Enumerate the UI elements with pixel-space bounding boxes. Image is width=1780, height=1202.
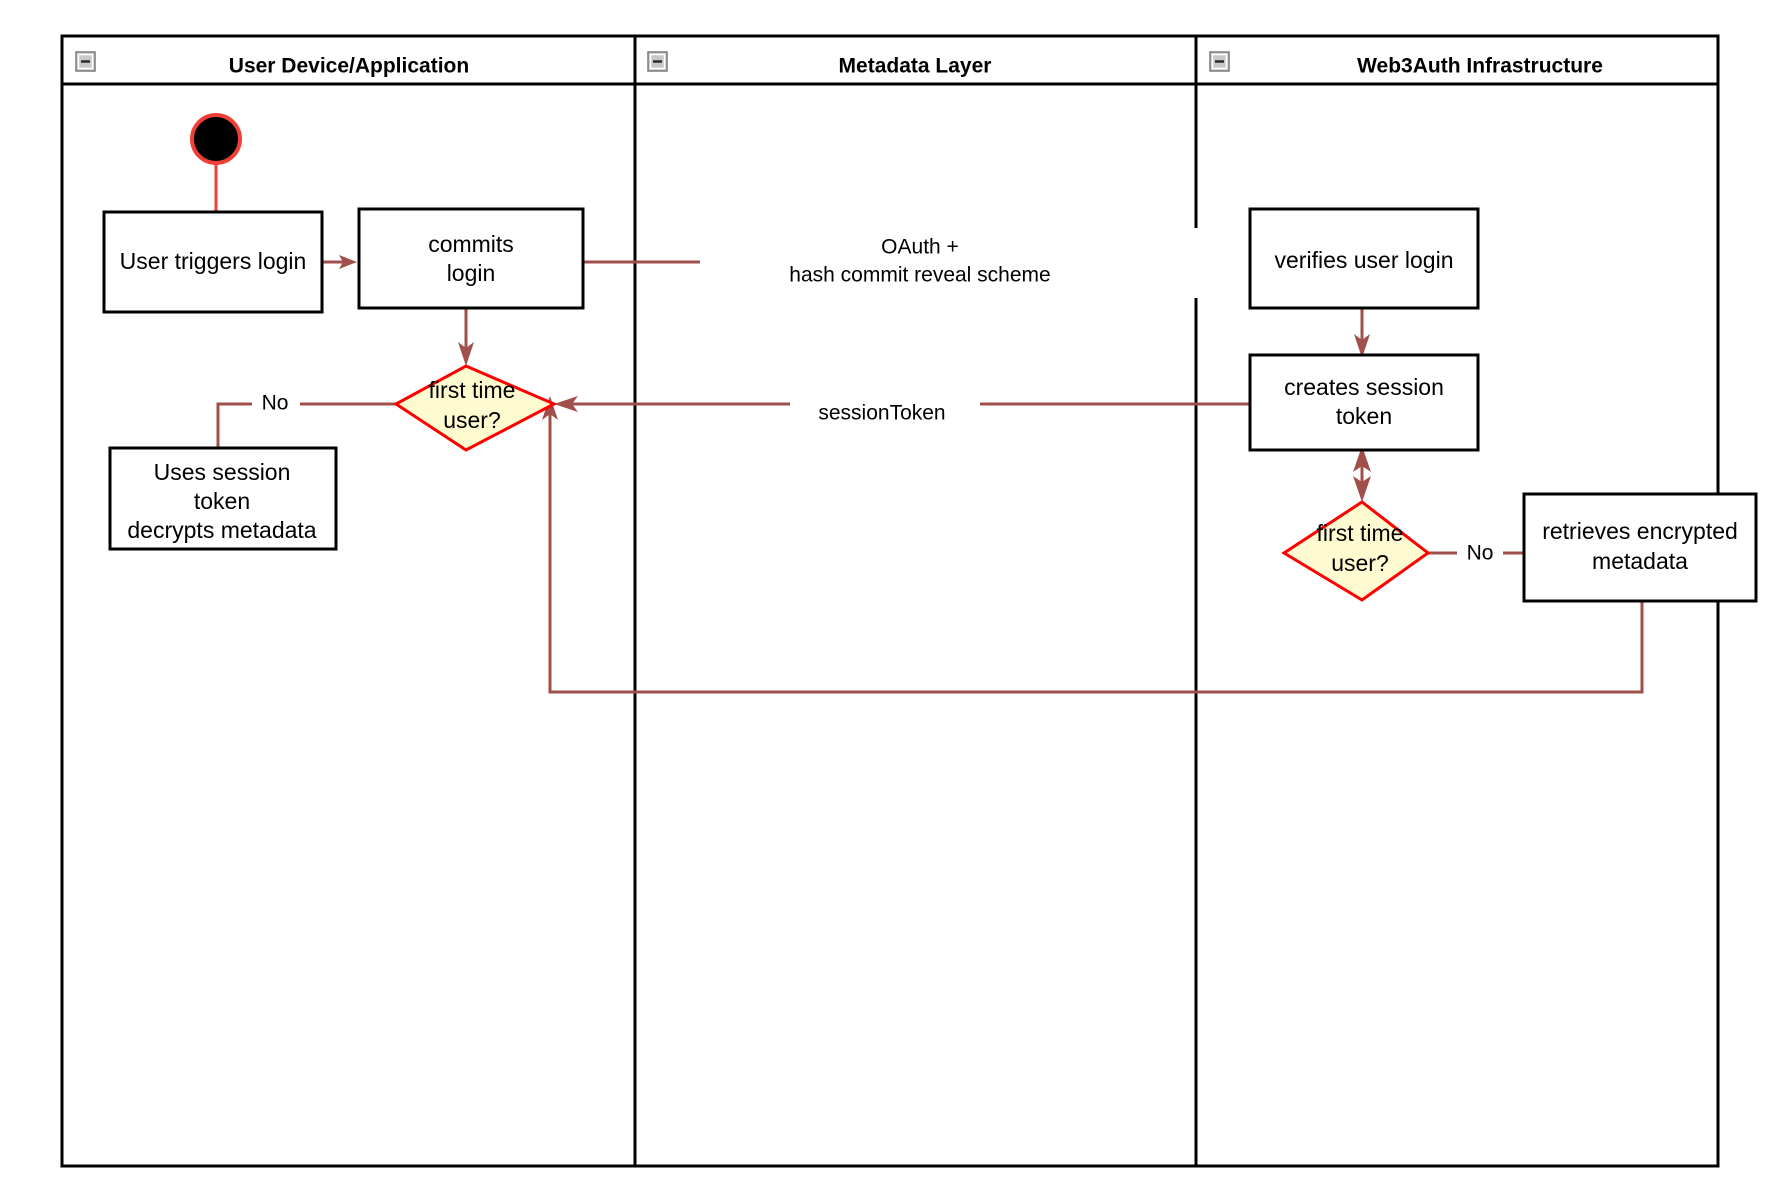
decision-diamond-left <box>393 364 558 452</box>
node-initial-start[interactable] <box>190 113 242 165</box>
edge-label-session-token: sessionToken <box>790 392 980 434</box>
arrowhead-session-token-into-decision <box>554 396 578 412</box>
activity-label-uses-session-token-line3: decrypts metadata <box>127 517 316 543</box>
activity-label-commits-login-line2: login <box>447 260 496 286</box>
edge-label-no-left-backdrop <box>252 388 300 420</box>
edge-label-no-right-backdrop <box>1457 538 1503 570</box>
swimlane-frame <box>60 34 1720 1168</box>
arrowhead-decision-right-to-creates <box>1353 446 1371 472</box>
node-user-triggers-login[interactable]: User triggers login <box>102 210 324 314</box>
activity-box-retrieves-encrypted-metadata <box>1522 492 1758 603</box>
activity-label-uses-session-token-line2: token <box>194 488 250 514</box>
edge-label-oauth-backdrop <box>700 228 1280 298</box>
node-uses-session-token[interactable]: Uses session token decrypts metadata <box>108 446 338 551</box>
activity-label-creates-session-token-line2: token <box>1336 403 1392 429</box>
arrowhead-verifies-to-creates <box>1354 334 1370 358</box>
activity-label-verifies-user-login: verifies user login <box>1275 247 1454 273</box>
initial-node-icon <box>190 113 242 165</box>
lane-header-metadata[interactable]: Metadata Layer <box>647 51 992 78</box>
lane-title-metadata: Metadata Layer <box>839 55 992 78</box>
edge-retrieves-back-to-decision-left <box>548 412 1644 694</box>
edge-label-no-left-text: No <box>262 392 289 415</box>
arrowhead-user-triggers-to-commits <box>339 255 357 269</box>
activity-label-commits-login-line1: commits <box>428 231 514 257</box>
edge-label-session-token-text: sessionToken <box>818 402 945 425</box>
swimlane-outer-border <box>60 34 1720 1168</box>
collapse-minus-icon[interactable] <box>647 51 668 72</box>
collapse-minus-icon[interactable] <box>1209 51 1230 72</box>
decision-label-right-line1: first time <box>1317 520 1404 546</box>
activity-label-creates-session-token-line1: creates session <box>1284 374 1444 400</box>
decision-label-right-line2: user? <box>1331 550 1389 576</box>
decision-diamond-right <box>1281 500 1431 602</box>
decision-label-left-line1: first time <box>429 377 516 403</box>
activity-label-retrieves-encrypted-metadata-line2: metadata <box>1592 548 1688 574</box>
activity-box-creates-session-token <box>1248 353 1480 452</box>
lane-title-web3auth: Web3Auth Infrastructure <box>1357 55 1603 78</box>
activity-box-uses-session-token <box>108 446 338 551</box>
edge-label-oauth-line2: hash commit reveal scheme <box>789 264 1050 287</box>
activity-box-verifies-user-login <box>1248 207 1480 310</box>
node-decision-first-time-user-right[interactable]: first time user? <box>1281 500 1431 602</box>
lane-header-user-device[interactable]: User Device/Application <box>75 51 469 78</box>
edge-label-no-left: No <box>252 388 300 420</box>
arrowhead-commits-to-decision-left <box>458 342 474 366</box>
node-commits-login[interactable]: commits login <box>357 207 585 310</box>
activity-label-retrieves-encrypted-metadata-line1: retrieves encrypted <box>1542 518 1738 544</box>
node-verifies-user-login[interactable]: verifies user login <box>1248 207 1480 310</box>
edge-decision-left-no <box>216 402 396 448</box>
edge-label-oauth-line1: OAuth + <box>881 236 959 259</box>
lane-title-user-device: User Device/Application <box>229 55 469 78</box>
edge-label-session-token-backdrop <box>790 392 980 434</box>
node-retrieves-encrypted-metadata[interactable]: retrieves encrypted metadata <box>1522 492 1758 603</box>
edge-label-no-right: No <box>1457 538 1503 570</box>
activity-box-user-triggers-login <box>102 210 324 314</box>
collapse-minus-icon[interactable] <box>75 51 96 72</box>
edge-label-oauth: OAuth + hash commit reveal scheme <box>700 228 1280 298</box>
activity-box-commits-login <box>357 207 585 310</box>
node-decision-first-time-user-left[interactable]: first time user? <box>393 364 558 452</box>
activity-label-user-triggers-login: User triggers login <box>120 248 307 274</box>
activity-label-uses-session-token-line1: Uses session <box>154 459 291 485</box>
lane-header-web3auth[interactable]: Web3Auth Infrastructure <box>1209 51 1603 78</box>
decision-label-left-line2: user? <box>443 407 501 433</box>
arrowhead-return-into-decision-left <box>542 396 558 420</box>
edge-label-no-right-text: No <box>1467 542 1494 565</box>
node-creates-session-token[interactable]: creates session token <box>1248 353 1480 452</box>
arrowhead-creates-to-decision-right <box>1353 476 1371 502</box>
